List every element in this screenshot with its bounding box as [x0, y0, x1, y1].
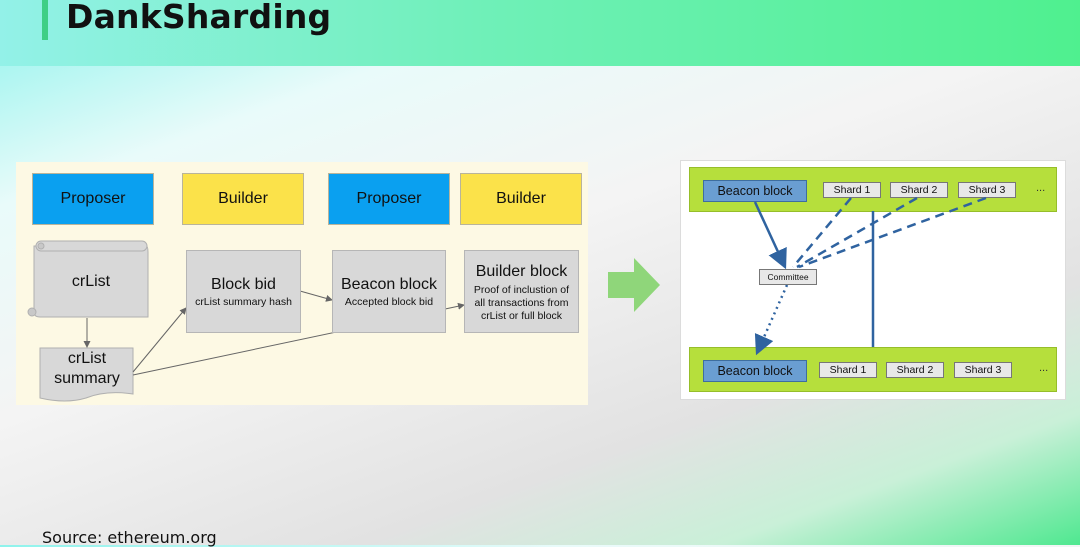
bottom-shard-1: Shard 1 [819, 362, 877, 378]
bottom-block-band: Beacon block Shard 1 Shard 2 Shard 3 ... [689, 347, 1057, 392]
bottom-shard-3: Shard 3 [954, 362, 1012, 378]
accent-bar [42, 0, 48, 40]
pbs-connectors [27, 240, 465, 402]
arrow-summary-to-blockbid [132, 307, 187, 373]
arrow-beacon-to-committee [753, 201, 787, 270]
committee-box: Committee [759, 269, 817, 285]
dashed-shard2-to-committee [796, 196, 918, 269]
top-shard-3: Shard 3 [958, 182, 1016, 198]
pbs-diagram: Proposer Builder Proposer Builder crList… [16, 162, 588, 405]
slide-title: DankSharding [66, 0, 332, 36]
crlist-scroll-curl-top [37, 242, 45, 250]
crlist-summary-label: crList summary [54, 350, 120, 387]
dashed-shard3-to-committee [798, 196, 987, 269]
dotted-committee-to-bottom-beacon [754, 284, 789, 356]
title-header: DankSharding [0, 0, 1080, 66]
bottom-shard-2: Shard 2 [886, 362, 944, 378]
beacon-block-title: Beacon block [340, 276, 438, 293]
beacon-block-subtitle: Accepted block bid [344, 296, 434, 308]
crlist-scroll-curl-bottom [27, 307, 37, 317]
builder-block-title: Builder block [475, 263, 568, 280]
crlist-label: crList [71, 273, 111, 290]
crlist-scroll-top [35, 240, 148, 252]
role-proposer-2: Proposer [328, 173, 450, 225]
block-bid-title: Block bid [211, 276, 276, 293]
arrow-blockbid-to-beacon [299, 290, 333, 302]
builder-block-subtitle: Proof of inclustion of all transactions … [473, 284, 570, 322]
top-shard-1: Shard 1 [823, 182, 881, 198]
builder-block-box: Builder block Proof of inclustion of all… [464, 250, 579, 333]
dashed-shard1-to-committee [792, 197, 852, 268]
source-caption: Source: ethereum.org [42, 528, 217, 547]
crlist-summary-shape [39, 347, 134, 402]
top-block-band: Beacon block Shard 1 Shard 2 Shard 3 ... [689, 167, 1057, 212]
role-builder-2: Builder [460, 173, 582, 225]
beacon-block-box: Beacon block Accepted block bid [332, 250, 446, 333]
bottom-beacon-block: Beacon block [703, 360, 807, 382]
role-builder-1: Builder [182, 173, 304, 225]
top-ellipsis: ... [1036, 182, 1046, 194]
bottom-ellipsis: ... [1039, 362, 1049, 374]
committee-connectors [753, 196, 987, 356]
top-beacon-block: Beacon block [703, 180, 807, 202]
block-bid-subtitle: crList summary hash [195, 296, 292, 308]
role-proposer-1: Proposer [32, 173, 154, 225]
block-bid-box: Block bid crList summary hash [186, 250, 301, 333]
danksharding-diagram: Beacon block Shard 1 Shard 2 Shard 3 ...… [680, 160, 1066, 400]
top-shard-2: Shard 2 [890, 182, 948, 198]
right-arrow-icon [608, 258, 660, 312]
